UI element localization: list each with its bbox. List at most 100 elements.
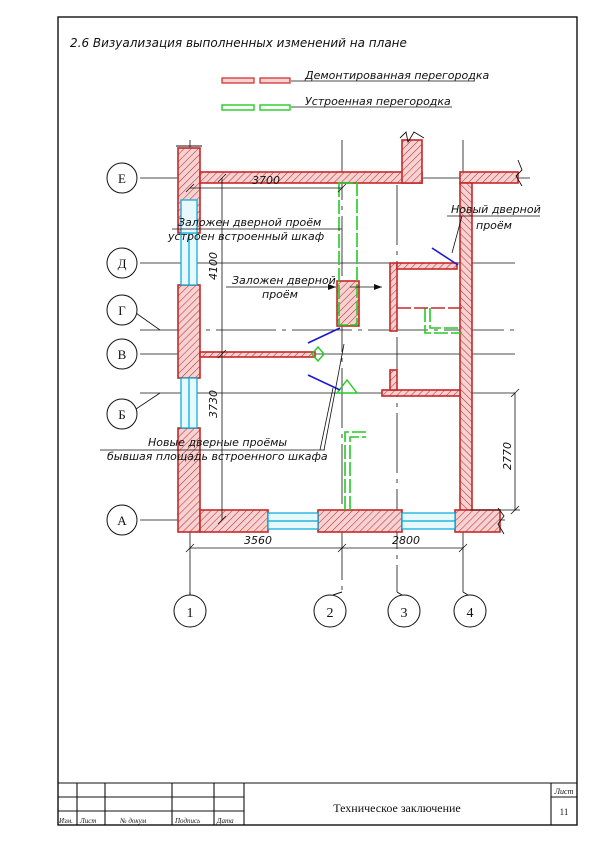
annotation-new-door-line1: Новый дверной <box>451 203 541 216</box>
dim-bottom-tick-3 <box>458 543 468 553</box>
dim-4100-tick-1 <box>217 173 227 183</box>
partition-d-vertical <box>389 262 398 332</box>
annotation-leaders <box>100 215 540 451</box>
built-partition-right-inner <box>429 308 462 329</box>
wall-left-mid <box>177 284 201 379</box>
leader-new-door-pointer <box>451 215 463 254</box>
axis-label-2: 2 <box>327 606 334 621</box>
stamp-sheet-label: Лист <box>554 787 574 796</box>
axis-stub-4 <box>462 591 469 596</box>
axis-label-g: Г <box>118 303 126 318</box>
arrowhead-closed-door-2 <box>328 284 336 290</box>
door-leaf-new <box>431 247 459 266</box>
stamp-col-izm: Изм. <box>58 817 73 825</box>
wall-bottom-3 <box>454 509 501 533</box>
annotation-new-door-line2: проём <box>476 219 512 232</box>
axis-label-1: 1 <box>187 606 194 621</box>
built-closet <box>338 182 358 326</box>
wall-shaft <box>401 139 423 184</box>
built-partitions <box>338 182 462 510</box>
dim-4100: 4100 <box>207 252 220 280</box>
section-title: 2.6 Визуализация выполненных изменений н… <box>70 36 407 50</box>
stamp-sheet-number: 11 <box>560 807 569 817</box>
dim-2770-tick-1 <box>510 388 520 398</box>
title-block <box>58 782 577 825</box>
dim-3700-tick-2 <box>337 183 347 193</box>
axis-leader-g <box>132 310 161 331</box>
axis-bubble-4 <box>453 594 487 628</box>
partition-b-stub <box>389 369 398 391</box>
axis-label-3: 3 <box>401 606 408 621</box>
dim-3560: 3560 <box>244 534 272 547</box>
stamp-col-date: Дата <box>216 817 234 825</box>
legend-built-swatch-1 <box>221 104 255 111</box>
annotation-closed-door-2-line2: проём <box>262 288 298 301</box>
dim-2800: 2800 <box>392 534 420 547</box>
built-partition-bottom-inner <box>349 436 366 510</box>
axis-leader-b <box>132 392 161 412</box>
dimension-lines <box>185 173 520 553</box>
window-left-0 <box>180 199 198 234</box>
break-mark-shaft <box>399 131 425 144</box>
sheet-frame <box>57 16 578 826</box>
dim-3700-tick-1 <box>185 183 195 193</box>
leader-new-doors-p2 <box>323 343 345 451</box>
dim-2770: 2770 <box>501 442 514 470</box>
wall-top-left <box>199 171 423 184</box>
axis-label-b: Б <box>118 407 125 422</box>
annotation-closed-door-2-line1: Заложен дверной <box>232 274 336 287</box>
partition-v-axis <box>199 351 316 358</box>
walls <box>177 139 519 533</box>
dim-3730-tick-2 <box>217 515 227 525</box>
dim-3700: 3700 <box>252 174 280 187</box>
leader-new-doors-p1 <box>319 387 334 451</box>
dim-bottom-tick-2 <box>337 543 347 553</box>
axis-label-d: Д <box>118 256 127 271</box>
partition-b-axis <box>381 389 461 397</box>
axis-bubble-g <box>106 294 138 326</box>
break-marks <box>176 131 523 535</box>
annotation-new-doors: Новые дверные проёмы <box>148 436 287 449</box>
wall-bottom-2 <box>317 509 403 533</box>
axis-stub-3 <box>396 591 403 596</box>
annotation-former-closet: бывшая площадь встроенного шкафа <box>107 450 328 463</box>
wall-bottom-1 <box>199 509 269 533</box>
wall-right <box>459 182 473 512</box>
axis-label-a: А <box>117 513 127 528</box>
partition-d-horizontal <box>396 262 458 270</box>
axis-bubble-a <box>106 504 138 536</box>
dim-3730: 3730 <box>207 390 220 418</box>
built-door-node <box>311 345 325 363</box>
legend-demolished-label: Демонтированная перегородка <box>304 69 489 82</box>
door-leaves <box>307 247 459 391</box>
stamp-col-sign: Подпись <box>174 817 200 825</box>
wall-top-right <box>459 171 519 184</box>
axis-bubbles-letters: Е Д Г В Б А <box>106 162 138 536</box>
break-mark-bottom-right <box>497 507 505 535</box>
closed-doorway-infill <box>336 280 360 327</box>
annotation-closed-door-1: Заложен дверной проём <box>178 216 321 229</box>
axis-bubble-v <box>106 338 138 370</box>
dim-bottom-tick-1 <box>185 543 195 553</box>
legend-built-swatch-2 <box>259 104 291 111</box>
legend: Демонтированная перегородка Устроенная п… <box>221 69 489 111</box>
axis-bubble-d <box>106 247 138 279</box>
axis-bubble-2 <box>313 594 347 628</box>
axis-label-4: 4 <box>467 606 474 621</box>
stamp-col-list: Лист <box>79 817 96 825</box>
built-door-frame <box>335 378 359 394</box>
axis-bubble-b <box>106 398 138 430</box>
break-mark-top-right <box>515 159 523 187</box>
legend-demolished-swatch-2 <box>259 77 291 84</box>
stamp-document-title: Техническое заключение <box>333 801 461 815</box>
axis-label-v: В <box>118 347 127 362</box>
door-leaf-g <box>307 327 341 344</box>
stamp-col-doc: № докум <box>119 817 147 825</box>
axis-stub-2 <box>332 591 343 596</box>
axis-bubbles-numbers: 1 2 3 4 <box>173 591 487 628</box>
windows <box>180 199 456 530</box>
door-leaf-b <box>307 374 341 391</box>
dim-4100-tick-2 <box>217 349 227 359</box>
legend-demolished-swatch-1 <box>221 77 255 84</box>
